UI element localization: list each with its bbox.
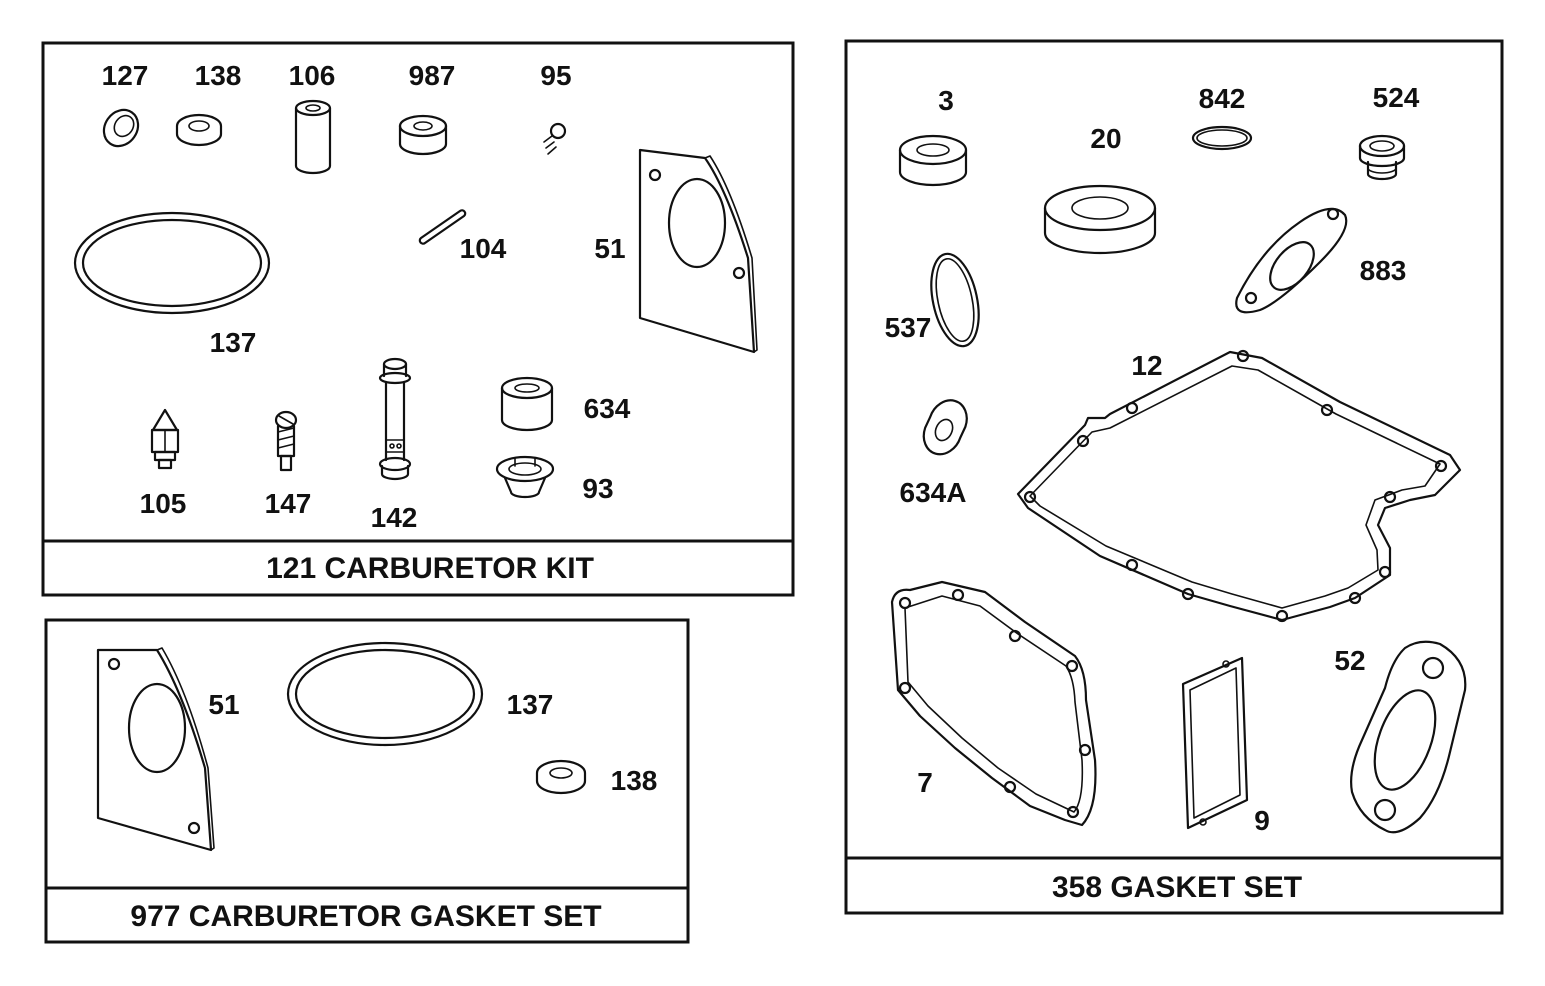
part-138-washer <box>535 759 587 795</box>
part-537-o-ring <box>930 252 980 348</box>
part-524-plug <box>1358 134 1406 181</box>
label-142: 142 <box>371 502 418 533</box>
part-20-oil-seal <box>1043 184 1157 255</box>
label-138: 138 <box>195 60 242 91</box>
part-51-gasket <box>96 647 215 852</box>
part-138-washer <box>175 113 223 147</box>
label-93: 93 <box>582 473 613 504</box>
part-105-needle <box>150 408 180 470</box>
part-883-intake-gasket <box>1235 207 1348 314</box>
panel-carburetor-gasket-set: 977 CARBURETOR GASKET SET 51 137 138 <box>44 618 690 944</box>
part-147-screw <box>274 410 298 472</box>
label-7: 7 <box>917 767 933 798</box>
part-104-pin <box>418 209 467 245</box>
label-3: 3 <box>938 85 954 116</box>
panel-gasket-set: 358 GASKET SET 3 20 842 524 <box>844 39 1504 915</box>
panel-frame <box>844 39 1504 915</box>
panel-frame <box>41 41 795 597</box>
label-147: 147 <box>265 488 312 519</box>
label-524: 524 <box>1373 82 1420 113</box>
label-537: 537 <box>885 312 932 343</box>
part-7-cover-gasket <box>890 580 1097 827</box>
panel-carburetor-kit: 121 CARBURETOR KIT 127 138 106 987 <box>41 41 795 597</box>
part-93-collar <box>495 455 555 499</box>
label-12: 12 <box>1131 350 1162 381</box>
label-634A: 634A <box>900 477 967 508</box>
label-95: 95 <box>540 60 571 91</box>
caption-977: 977 CARBURETOR GASKET SET <box>130 900 601 933</box>
label-137: 137 <box>507 689 554 720</box>
label-52: 52 <box>1334 645 1365 676</box>
part-106-jet <box>294 99 332 175</box>
part-142-tube <box>378 357 412 481</box>
part-987-bushing <box>398 114 448 156</box>
label-106: 106 <box>289 60 336 91</box>
panel-frame <box>44 618 690 944</box>
part-51-gasket <box>638 148 758 354</box>
label-137: 137 <box>210 327 257 358</box>
label-105: 105 <box>140 488 187 519</box>
part-3-oil-seal <box>898 134 968 187</box>
label-51: 51 <box>594 233 625 264</box>
caption-121: 121 CARBURETOR KIT <box>266 552 594 585</box>
part-12-crankcase-gasket <box>1016 349 1462 623</box>
part-842-o-ring <box>1191 125 1253 151</box>
label-883: 883 <box>1360 255 1407 286</box>
label-842: 842 <box>1199 83 1246 114</box>
caption-358: 358 GASKET SET <box>1052 871 1302 904</box>
label-51: 51 <box>208 689 239 720</box>
label-20: 20 <box>1090 123 1121 154</box>
part-95-screw <box>543 122 567 155</box>
part-9-breather-gasket <box>1181 656 1249 830</box>
label-9: 9 <box>1254 805 1270 836</box>
label-127: 127 <box>102 60 149 91</box>
label-634: 634 <box>584 393 631 424</box>
label-987: 987 <box>409 60 456 91</box>
part-127-seal <box>102 108 140 148</box>
part-137-ring <box>286 641 484 747</box>
part-634a-seal <box>922 399 968 456</box>
label-138: 138 <box>611 765 658 796</box>
part-634-bushing <box>500 376 554 432</box>
label-104: 104 <box>460 233 507 264</box>
part-52-exhaust-gasket <box>1350 640 1467 834</box>
part-137-ring <box>73 211 271 315</box>
